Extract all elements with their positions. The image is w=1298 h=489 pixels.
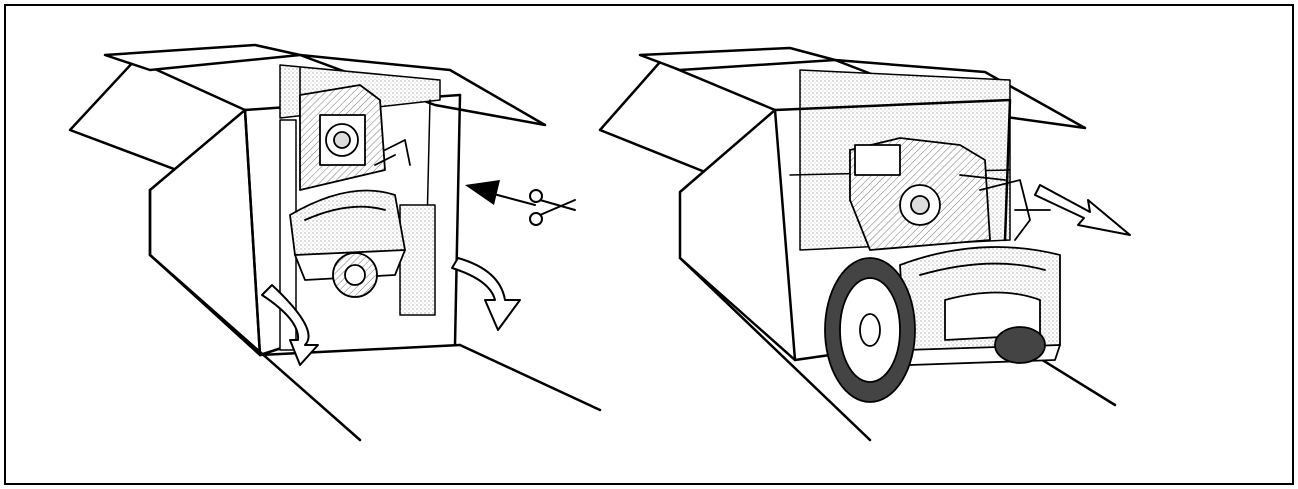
scissors-icon bbox=[529, 189, 576, 226]
snowblower-icon bbox=[824, 137, 1061, 403]
fold-down-arrow-icon bbox=[261, 257, 521, 366]
cut-arrow-icon bbox=[465, 180, 536, 206]
snowblower-icon bbox=[289, 84, 411, 298]
roll-out-arrow-icon bbox=[1034, 184, 1131, 236]
panel-left bbox=[68, 43, 602, 442]
panel-right bbox=[598, 46, 1131, 442]
